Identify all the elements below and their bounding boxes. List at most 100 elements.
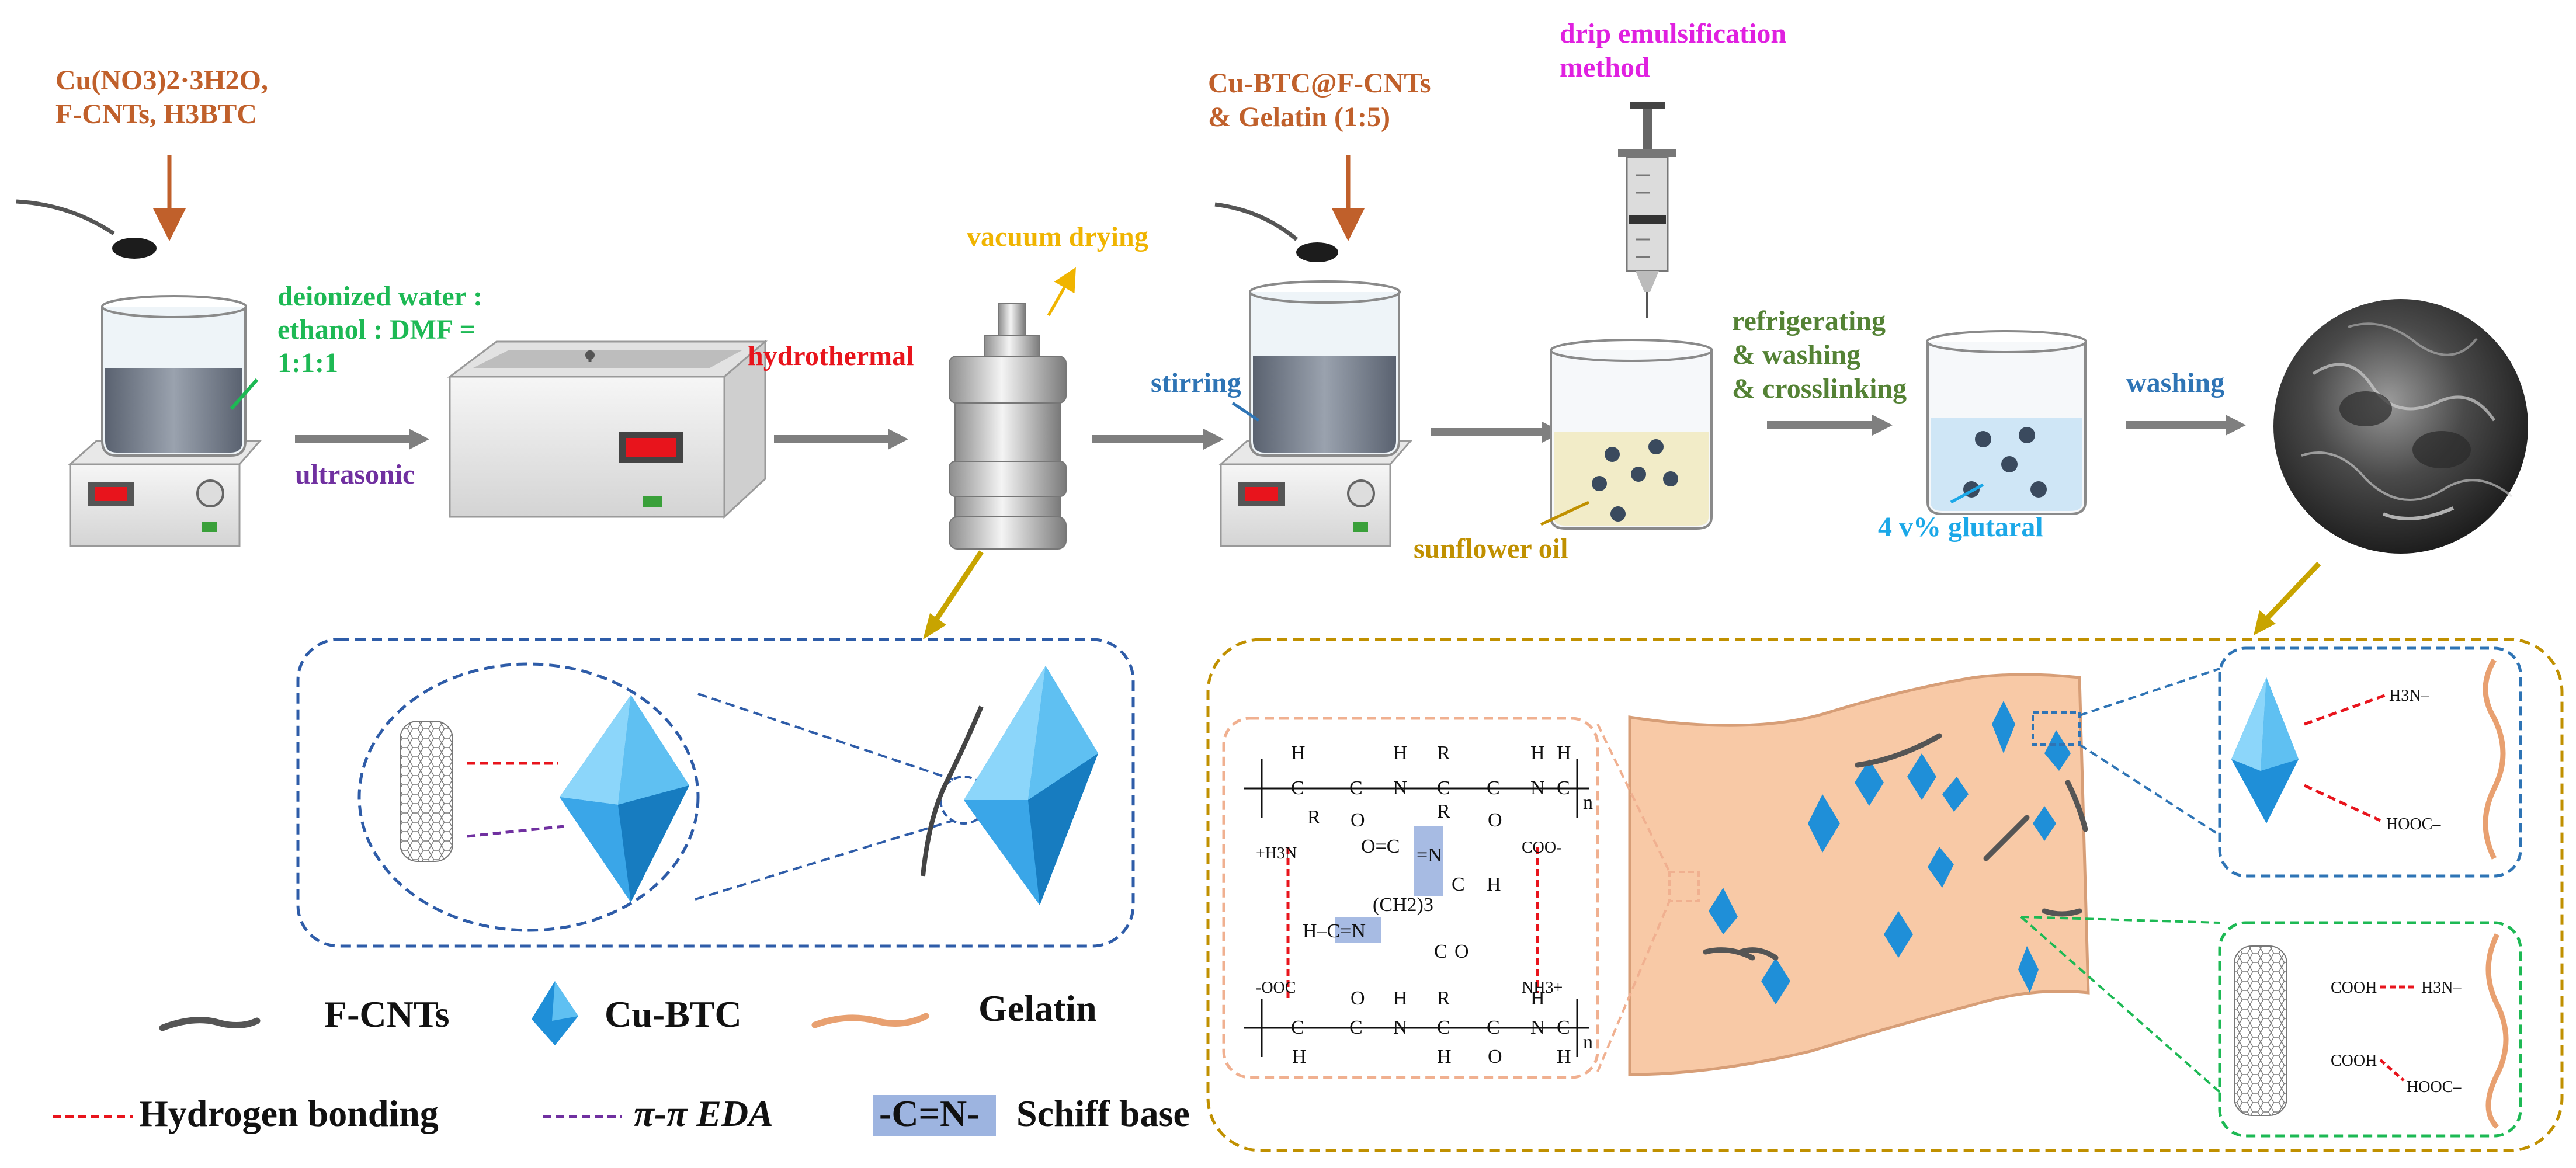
reagents-line2: F-CNTs, H3BTC <box>55 99 257 130</box>
svg-text:H: H <box>1557 1046 1571 1068</box>
vacuum-drying-label: vacuum drying <box>967 221 1148 252</box>
sheet-zoom-box-2 <box>2032 711 2081 746</box>
svg-text:C: C <box>1452 874 1465 895</box>
spoon-icon <box>16 199 157 259</box>
svg-text:R: R <box>1307 807 1321 828</box>
beaker-1 <box>101 295 259 457</box>
svg-text:C: C <box>1349 1017 1363 1038</box>
svg-text:C: C <box>1557 777 1570 799</box>
svg-text:H: H <box>1437 1046 1452 1068</box>
cubtc-crystal-right <box>964 666 1098 905</box>
vacuum-arrow <box>1047 267 1076 317</box>
zoom-ellipse <box>357 662 700 932</box>
chemistry-box <box>1222 717 1599 1079</box>
cnt-tube-1 <box>400 721 453 862</box>
cubtc-crystal-small <box>2231 677 2299 823</box>
cnt-interaction-box <box>2218 921 2522 1138</box>
svg-text:O: O <box>1454 941 1469 962</box>
svg-text:N: N <box>1530 1017 1545 1038</box>
legend-fcnts: F-CNTs <box>324 993 450 1035</box>
svg-text:C: C <box>1434 941 1447 962</box>
legend-hbond: Hydrogen bonding <box>139 1093 439 1134</box>
legend-gelatin-icon <box>811 1013 929 1028</box>
solvent-line2: ethanol : DMF = <box>277 314 475 345</box>
legend-fcnt-icon <box>159 1017 261 1031</box>
svg-text:N: N <box>1530 777 1545 799</box>
svg-text:n: n <box>1583 792 1593 814</box>
zoom-arrow-1 <box>923 550 984 639</box>
gelatin-chain-1 <box>2483 658 2506 860</box>
zoom-line-1 <box>697 693 954 781</box>
sunflower-oil-label: sunflower oil <box>1414 533 1568 564</box>
glutaral-pointer <box>1950 483 1984 504</box>
svg-text:C: C <box>1437 1017 1450 1038</box>
svg-text:COOH: COOH <box>2331 1052 2377 1070</box>
svg-text:C: C <box>1291 1017 1304 1038</box>
svg-text:H: H <box>1291 742 1306 764</box>
svg-text:H: H <box>1393 988 1408 1009</box>
interaction-box <box>296 638 1135 948</box>
svg-text:n: n <box>1583 1031 1593 1053</box>
svg-text:H3N–: H3N– <box>2421 979 2462 997</box>
svg-text:HOOC–: HOOC– <box>2386 815 2441 833</box>
svg-text:C: C <box>1487 1017 1500 1038</box>
zoom-line-2 <box>695 819 954 901</box>
svg-text:=N: =N <box>1417 844 1442 866</box>
svg-text:N: N <box>1393 1017 1408 1038</box>
svg-text:O: O <box>1351 809 1365 831</box>
hydrothermal-autoclave <box>949 303 1067 550</box>
gelatin-sheet <box>1628 673 2090 1076</box>
ultrasonic-label: ultrasonic <box>295 459 415 490</box>
svg-text:+H3N: +H3N <box>1256 844 1297 863</box>
svg-text:C: C <box>1437 777 1450 799</box>
svg-text:H: H <box>1292 1046 1307 1068</box>
svg-text:R: R <box>1437 801 1450 822</box>
glutaral-beaker <box>1926 330 2087 515</box>
refrigerating-line3: & crosslinking <box>1732 373 1907 404</box>
reagents-line1: Cu(NO3)2·3H2O, <box>55 65 269 96</box>
legend-pipi: π-π EDA <box>634 1093 773 1134</box>
svg-text:H: H <box>1487 874 1501 895</box>
svg-text:C: C <box>1291 777 1304 799</box>
gelatin-chain-2 <box>2485 933 2509 1129</box>
stirring-pointer <box>1231 401 1260 422</box>
drip-line1: drip emulsification <box>1560 18 1787 49</box>
svg-text:H3N–: H3N– <box>2389 687 2429 705</box>
svg-text:-OOC: -OOC <box>1256 979 1296 997</box>
zoom-arrow-2 <box>2254 561 2321 635</box>
glutaral-label: 4 v% glutaral <box>1878 512 2043 543</box>
svg-text:HOOC–: HOOC– <box>2407 1078 2462 1096</box>
svg-text:COOH: COOH <box>2331 979 2377 997</box>
svg-text:O: O <box>1351 988 1365 1009</box>
svg-text:H: H <box>1530 742 1545 764</box>
cnt-tube-2 <box>2234 945 2287 1116</box>
washing-label: washing <box>2126 367 2225 398</box>
oil-beaker <box>1550 339 1713 530</box>
svg-text:H: H <box>1530 988 1545 1009</box>
svg-text:C: C <box>1487 777 1500 799</box>
svg-text:R: R <box>1437 988 1450 1009</box>
refrigerating-line1: refrigerating <box>1732 305 1886 336</box>
svg-text:(CH2)3: (CH2)3 <box>1373 894 1433 916</box>
fcnt-strand <box>921 705 984 877</box>
chem-labels: H C C O H N R C R C O H N H C n R +H3N O… <box>1256 687 2462 1096</box>
svg-text:NH3+: NH3+ <box>1522 979 1563 997</box>
matrix-box <box>1206 638 2564 1152</box>
drip-line2: method <box>1560 52 1650 83</box>
legend-gelatin: Gelatin <box>978 988 1097 1029</box>
svg-text:O=C: O=C <box>1361 836 1400 857</box>
legend-schiff-box-label: -C=N- <box>879 1093 980 1134</box>
svg-text:COO-: COO- <box>1522 839 1561 857</box>
svg-text:H–C=N: H–C=N <box>1303 920 1366 942</box>
second-reagents-line1: Cu-BTC@F-CNTs <box>1208 68 1431 99</box>
second-reagents-line2: & Gelatin (1:5) <box>1208 102 1390 133</box>
svg-text:C: C <box>1349 777 1363 799</box>
pipi-line <box>467 825 564 838</box>
svg-text:R: R <box>1437 742 1450 764</box>
svg-text:H: H <box>1557 742 1571 764</box>
spoon-icon-2 <box>1214 202 1338 262</box>
gelatin-interaction-box <box>2218 646 2522 878</box>
legend-schiff: Schiff base <box>1016 1093 1190 1134</box>
solvent-line1: deionized water : <box>277 281 483 312</box>
